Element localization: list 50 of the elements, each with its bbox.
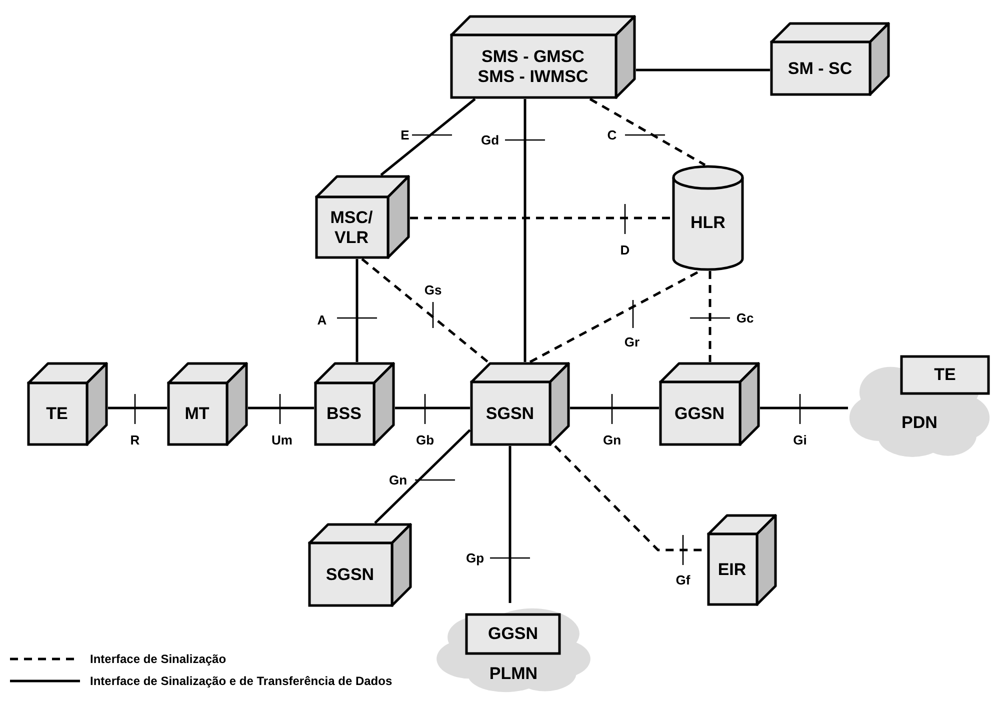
edge-label: Gb <box>414 432 436 448</box>
node-label: PDN <box>902 412 938 434</box>
connector-line <box>380 98 476 176</box>
connector-line <box>524 99 526 362</box>
edge-label: Gr <box>623 334 641 350</box>
node-label: MT <box>184 404 210 425</box>
edge-label: Um <box>270 432 294 448</box>
node-label: SGSN <box>486 404 534 424</box>
edge-label: Gd <box>480 132 500 148</box>
edge-label: E <box>400 128 410 142</box>
node-label: TE <box>46 404 68 425</box>
connector-line <box>570 406 659 410</box>
edge-label: Gn <box>388 472 408 488</box>
connector-line <box>108 406 167 410</box>
node-label: GGSN <box>674 404 725 424</box>
connector-line <box>395 406 470 410</box>
connector-line <box>589 98 706 166</box>
node-label: MSC/ VLR <box>329 208 374 248</box>
edge-label: Gp <box>464 550 486 566</box>
edge-label: A <box>316 312 328 328</box>
connector-line <box>508 446 512 603</box>
edge-label: Gf <box>674 572 692 588</box>
connector-line <box>410 216 672 220</box>
node-label: SMS - GMSC <box>482 46 584 67</box>
node-label: PLMN <box>489 664 538 684</box>
node-label: TE <box>934 364 956 386</box>
connector-line <box>248 406 314 410</box>
node-label: HLR <box>690 213 726 234</box>
node-label: SM - SC <box>788 58 852 80</box>
node-label: EIR <box>718 560 746 580</box>
connector-line <box>374 429 471 524</box>
connector-line <box>636 68 770 72</box>
edge-label: Gn <box>602 432 622 448</box>
edge-label: D <box>619 242 631 258</box>
edge-label: Gi <box>792 432 808 448</box>
connector-line <box>529 270 701 364</box>
node-label: SGSN <box>326 564 374 586</box>
edge-label: Gs <box>423 282 443 298</box>
connector-line <box>708 271 712 362</box>
node-label: GGSN <box>488 624 538 644</box>
connector-line <box>356 259 358 362</box>
connector-line <box>361 258 489 363</box>
edge-label: C <box>606 128 618 142</box>
legend-text: Interface de Sinalização e de Transferência de Dados <box>90 674 392 688</box>
edge-label: Gc <box>735 310 755 326</box>
node-label: BSS <box>326 404 362 425</box>
edge-label: R <box>129 432 141 448</box>
legend-text: Interface de Sinalização <box>90 652 226 666</box>
connector-line <box>760 406 848 410</box>
node-label: SMS - IWMSC <box>478 67 588 88</box>
